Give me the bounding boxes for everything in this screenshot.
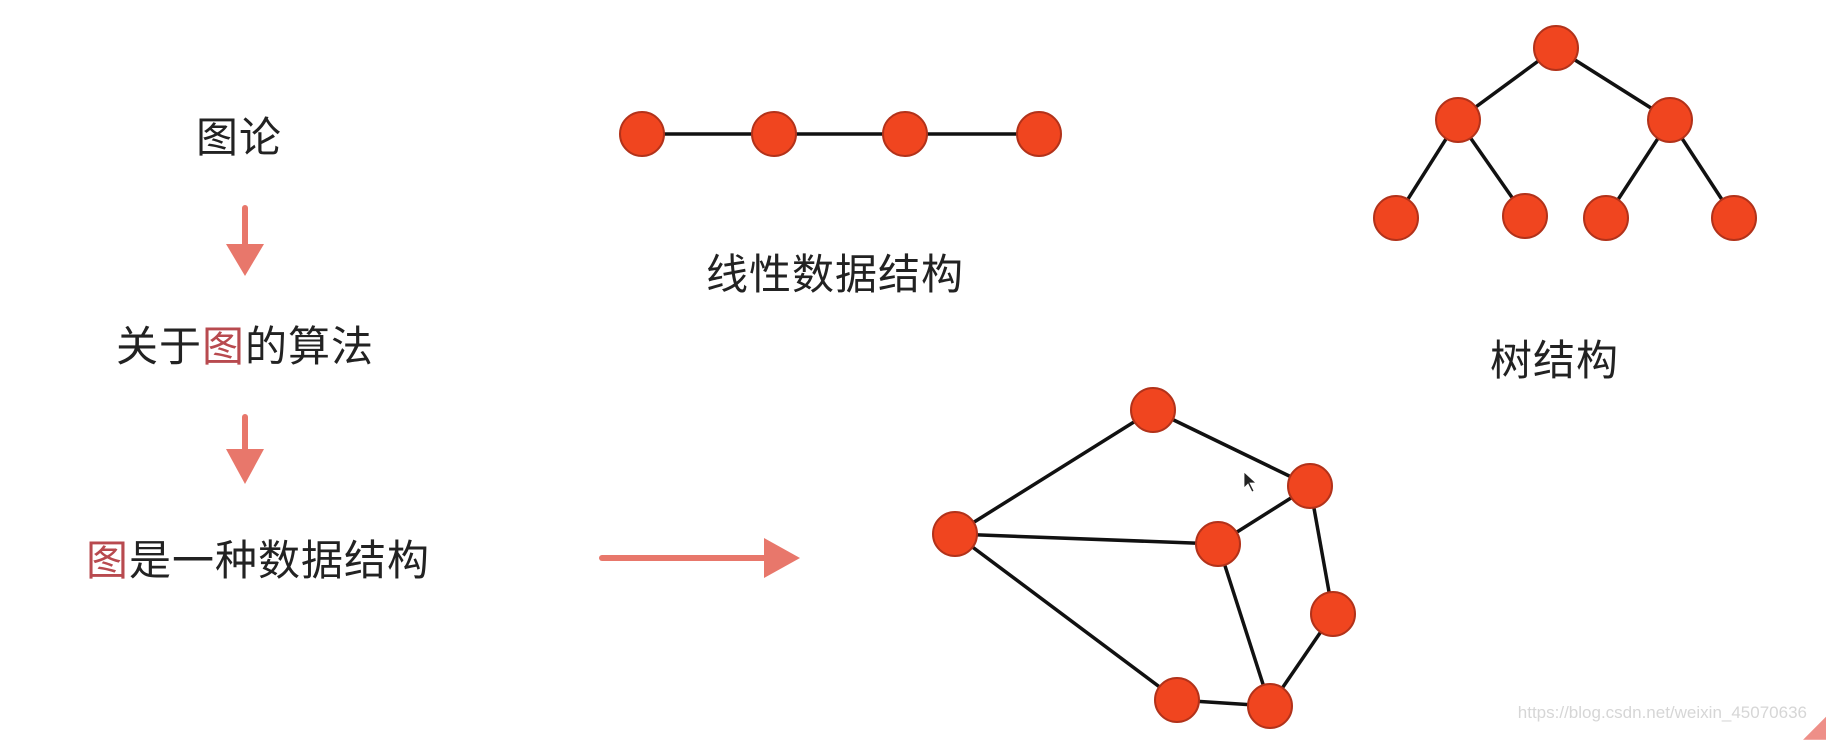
graph-algorithms-suffix: 的算法	[245, 322, 375, 371]
logo-icon: ◢	[1803, 709, 1827, 743]
tree-node	[1373, 195, 1419, 241]
graph-edge	[1152, 408, 1311, 488]
watermark-url: https://blog.csdn.net/weixin_45070636	[1517, 703, 1807, 722]
graph-theory-label: 图论	[196, 117, 282, 159]
graph-algorithms-label: 关于图的算法	[116, 326, 374, 368]
graph-edge	[954, 408, 1154, 536]
tree-structure-diagram	[1373, 25, 1757, 241]
arrow-right-icon	[599, 538, 800, 578]
tree-node	[1502, 193, 1548, 239]
linear-node	[882, 111, 928, 157]
graph-node	[1130, 387, 1176, 433]
linear-structure-diagram	[619, 111, 1062, 157]
graph-is-data-structure-highlight: 图	[86, 536, 130, 585]
tree-node	[1435, 97, 1481, 143]
linear-node	[619, 111, 665, 157]
linear-structure-text: 线性数据结构	[706, 250, 965, 299]
tree-structure-label: 树结构	[1490, 340, 1619, 382]
graph-node	[1287, 463, 1333, 509]
graph-node	[1247, 683, 1293, 729]
cursor-icon	[1243, 471, 1258, 493]
graph-node	[1310, 591, 1356, 637]
tree-node	[1583, 195, 1629, 241]
graph-node	[1195, 521, 1241, 567]
linear-node	[1016, 111, 1062, 157]
graph-edge	[954, 532, 1219, 546]
graph-diagram	[932, 387, 1356, 729]
graph-algorithms-prefix: 关于	[116, 322, 203, 371]
graph-node	[1154, 677, 1200, 723]
tree-node	[1711, 195, 1757, 241]
arrow-down-icon	[226, 205, 264, 276]
graph-node	[932, 511, 978, 557]
graph-is-data-structure-suffix: 是一种数据结构	[129, 536, 431, 585]
tree-node	[1533, 25, 1579, 71]
linear-structure-label: 线性数据结构	[706, 254, 964, 296]
graph-is-data-structure-label: 图是一种数据结构	[86, 540, 430, 582]
graph-theory-text: 图论	[196, 113, 283, 162]
tree-structure-text: 树结构	[1490, 336, 1620, 385]
graph-edge	[1216, 543, 1272, 707]
graph-edge	[953, 532, 1179, 702]
tree-node	[1647, 97, 1693, 143]
arrow-down-icon	[226, 414, 264, 484]
linear-node	[751, 111, 797, 157]
graph-algorithms-highlight: 图	[202, 322, 246, 371]
